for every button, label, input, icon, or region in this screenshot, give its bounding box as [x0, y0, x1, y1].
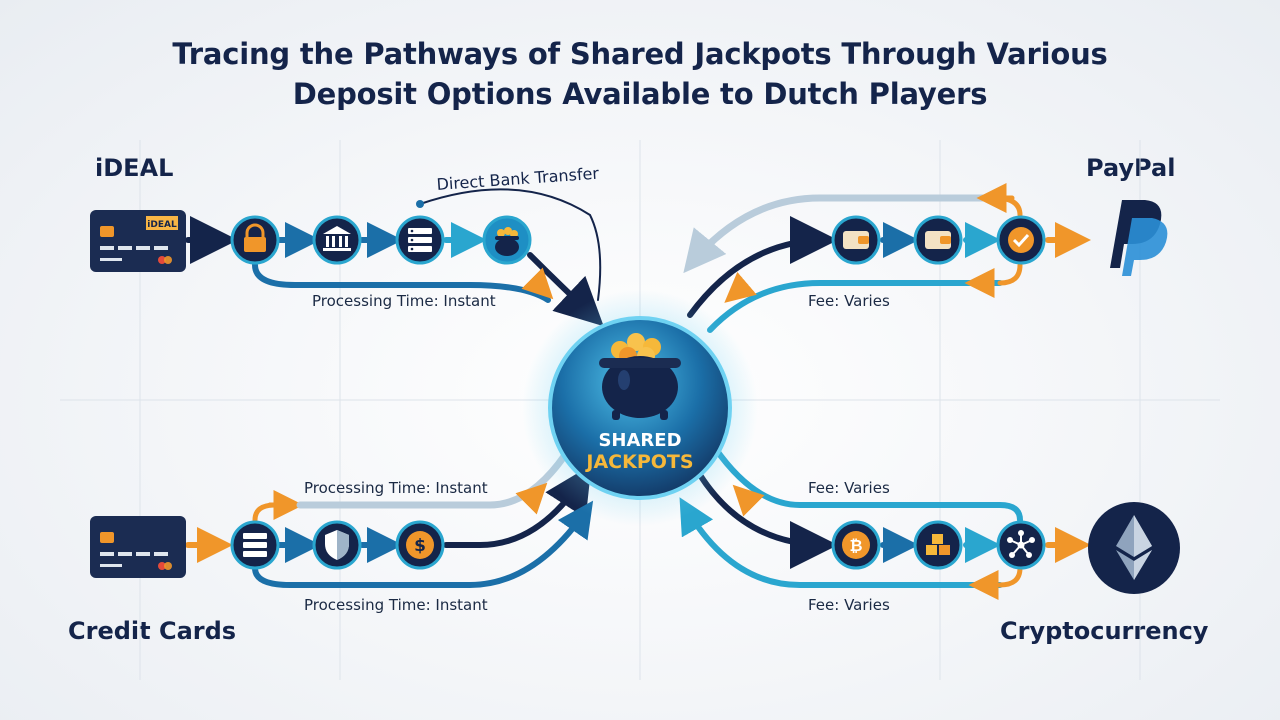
shared-jackpots-hub: SHARED JACKPOTS — [522, 290, 758, 526]
hub-pot-of-gold-icon — [599, 333, 681, 420]
blocks-icon — [913, 520, 963, 570]
paypal-fee-label: Fee: Varies — [808, 292, 890, 310]
wallet-icon — [913, 215, 963, 265]
page-title: Tracing the Pathways of Shared Jackpots … — [0, 34, 1280, 114]
crypto-pathway — [679, 445, 1091, 600]
paypal-pathway — [683, 183, 1091, 333]
bitcoin-icon: ₿ — [831, 520, 881, 570]
method-credit-cards: Credit Cards — [68, 617, 237, 645]
title-line-2: Deposit Options Available to Dutch Playe… — [292, 77, 988, 111]
ideal-card-icon: iDEAL — [90, 210, 186, 272]
svg-text:₿: ₿ — [849, 536, 862, 555]
bank-icon — [312, 215, 362, 265]
credit-card-icon — [90, 516, 186, 578]
cc-processing-top-label: Processing Time: Instant — [304, 479, 488, 497]
checkmark-icon — [996, 215, 1046, 265]
title-line-1: Tracing the Pathways of Shared Jackpots … — [172, 37, 1108, 71]
card-badge: iDEAL — [147, 220, 177, 230]
dollar-coin-icon: $ — [395, 520, 445, 570]
crypto-fee-bottom-label: Fee: Varies — [808, 596, 890, 614]
pot-of-gold-icon — [482, 215, 532, 265]
method-paypal: PayPal — [1086, 154, 1176, 182]
shield-icon — [312, 520, 362, 570]
method-cryptocurrency: Cryptocurrency — [1000, 617, 1209, 645]
server-icon — [230, 520, 280, 570]
svg-text:$: $ — [414, 536, 426, 556]
hub-label-line-1: SHARED — [598, 430, 681, 451]
crypto-fee-top-label: Fee: Varies — [808, 479, 890, 497]
paypal-logo-icon — [1110, 200, 1168, 276]
wallet-icon — [831, 215, 881, 265]
ideal-processing-label: Processing Time: Instant — [312, 292, 496, 310]
network-nodes-icon — [996, 520, 1046, 570]
hub-label-line-2: JACKPOTS — [584, 451, 693, 473]
ethereum-icon — [1088, 502, 1180, 594]
server-icon — [395, 215, 445, 265]
cc-processing-bottom-label: Processing Time: Instant — [304, 596, 488, 614]
lock-icon — [230, 215, 280, 265]
method-ideal: iDEAL — [95, 154, 174, 182]
